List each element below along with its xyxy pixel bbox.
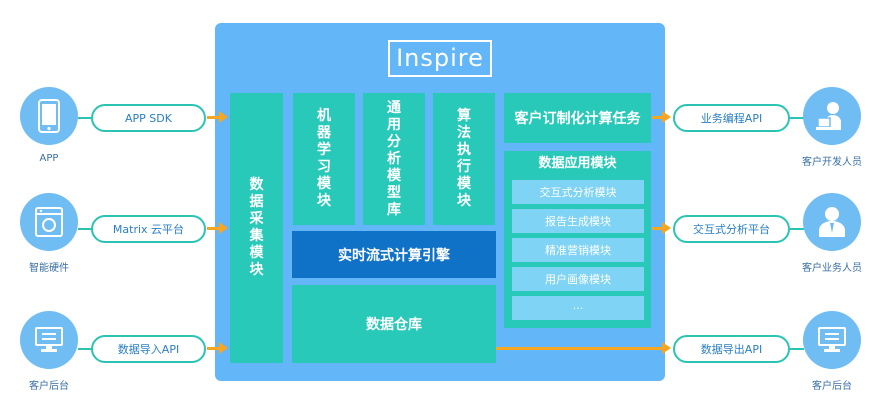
vertical-char: 习 (317, 159, 331, 175)
right-label-backend: 客户后台 (812, 381, 852, 392)
app-sdk-pill: APP SDK (91, 104, 206, 132)
data-collection-module: 数据采集模块 (230, 93, 283, 363)
vertical-char: 块 (249, 262, 264, 278)
custom-task-box: 客户订制化计算任务 (504, 93, 651, 143)
data-import-api-pill: 数据导入API (91, 335, 206, 363)
vertical-char: 用 (387, 116, 401, 133)
vertical-char: 析 (387, 150, 401, 167)
right-label-business: 客户业务人员 (802, 263, 862, 274)
arrow-head (662, 111, 671, 123)
developer-icon (803, 87, 861, 145)
sub-module-portrait: 用户画像模块 (512, 267, 644, 291)
vertical-char: 采 (249, 211, 264, 227)
vertical-char: 分 (387, 133, 401, 150)
stream-engine-label: 实时流式计算引擎 (338, 247, 450, 264)
smartphone-icon (20, 87, 78, 145)
vertical-char: 模 (457, 176, 471, 192)
sub-module-more: ··· (512, 296, 644, 320)
machine-learning-label: 机器学习模块 (317, 108, 331, 210)
vertical-char: 法 (457, 125, 471, 141)
arrow-line (207, 347, 219, 350)
connector-line (78, 117, 92, 119)
vertical-char: 机 (317, 108, 331, 124)
vertical-char: 模 (387, 167, 401, 184)
business-api-pill: 业务编程API (673, 104, 790, 132)
model-library-label: 通用分析模型库 (387, 100, 401, 219)
vertical-char: 器 (317, 125, 331, 141)
machine-learning-module: 机器学习模块 (293, 93, 355, 225)
right-label-developer: 客户开发人员 (802, 157, 862, 168)
arrow-head (662, 342, 671, 354)
stream-engine-box: 实时流式计算引擎 (292, 231, 496, 278)
data-warehouse-label: 数据仓库 (366, 317, 422, 333)
algorithm-module: 算法执行模块 (433, 93, 495, 225)
left-label-backend: 客户后台 (29, 381, 69, 392)
arrow-line (652, 227, 662, 230)
matrix-cloud-pill: Matrix 云平台 (91, 215, 206, 243)
connector-line (790, 228, 804, 230)
vertical-char: 算 (457, 108, 471, 124)
left-label-app: APP (39, 153, 59, 164)
vertical-char: 块 (317, 193, 331, 209)
vertical-char: 块 (457, 193, 471, 209)
connector-line (78, 348, 92, 350)
arrow-line (652, 116, 662, 119)
vertical-char: 据 (249, 194, 264, 210)
vertical-char: 学 (317, 142, 331, 158)
vertical-char: 通 (387, 99, 401, 116)
custom-task-label: 客户订制化计算任务 (514, 111, 641, 127)
connector-line (790, 348, 804, 350)
vertical-char: 模 (317, 176, 331, 192)
connector-line (78, 228, 92, 230)
washing-machine-icon (20, 193, 78, 251)
export-arrow-line (496, 347, 662, 350)
vertical-char: 数 (249, 177, 264, 193)
data-application-title: 数据应用模块 (538, 156, 617, 171)
left-label-hardware: 智能硬件 (29, 263, 69, 274)
computer-icon (20, 311, 78, 369)
vertical-char: 库 (387, 201, 401, 218)
sub-module-report: 报告生成模块 (512, 209, 644, 233)
arrow-head (219, 111, 228, 123)
connector-line (790, 117, 804, 119)
vertical-char: 型 (387, 184, 401, 201)
vertical-char: 集 (249, 228, 264, 244)
arrow-head (662, 222, 671, 234)
sub-module-interactive: 交互式分析模块 (512, 180, 644, 204)
computer-icon (803, 311, 861, 369)
arrow-line (207, 227, 219, 230)
business-user-icon (803, 193, 861, 251)
vertical-char: 执 (457, 142, 471, 158)
model-library-module: 通用分析模型库 (363, 93, 425, 225)
data-collection-label: 数据采集模块 (250, 177, 264, 279)
inspire-logo: Inspire (388, 40, 492, 77)
data-export-api-pill: 数据导出API (673, 335, 790, 363)
arrow-head (219, 222, 228, 234)
data-warehouse-box: 数据仓库 (292, 285, 496, 363)
arrow-head (219, 342, 228, 354)
arrow-line (207, 116, 219, 119)
vertical-char: 行 (457, 159, 471, 175)
vertical-char: 模 (249, 245, 264, 261)
interactive-platform-pill: 交互式分析平台 (673, 215, 790, 243)
sub-module-marketing: 精准营销模块 (512, 238, 644, 262)
algorithm-label: 算法执行模块 (457, 108, 471, 210)
